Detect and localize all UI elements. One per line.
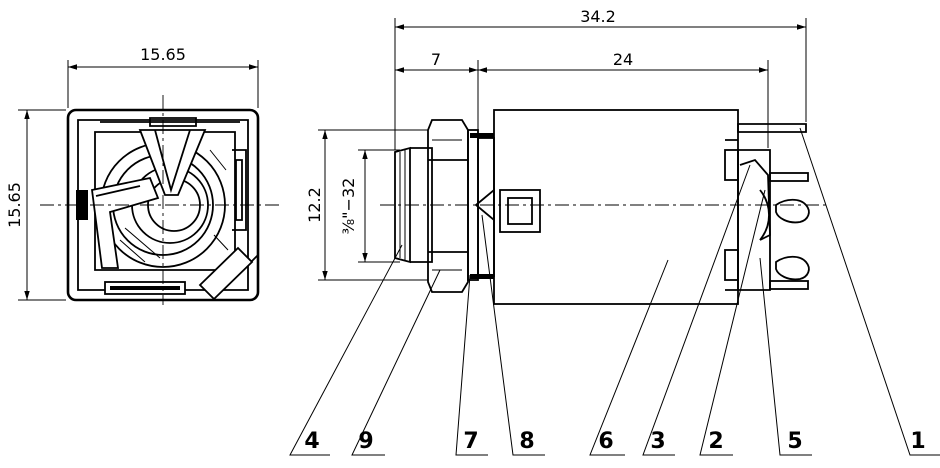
front-height-dimension: 15.65 [5, 109, 66, 301]
bushing-length-dimension: 7 [395, 50, 479, 130]
overall-length-label: 34.2 [580, 7, 616, 26]
bushing-diameter-dimension: 12.2 [305, 129, 428, 281]
thread-dimension: ⅜"−32 [339, 149, 400, 263]
callout-3: 3 [650, 429, 665, 454]
overall-length-dimension: 34.2 [394, 7, 807, 150]
front-width-dimension: 15.65 [67, 45, 259, 108]
callout-4: 4 [304, 429, 319, 454]
thread-label: ⅜"−32 [339, 178, 358, 235]
front-width-label: 15.65 [140, 45, 186, 64]
body-length-dimension: 24 [478, 50, 769, 148]
callout-2: 2 [708, 429, 723, 454]
callout-5: 5 [787, 429, 802, 454]
callout-7: 7 [463, 429, 478, 454]
callout-labels: 4 9 7 8 6 3 2 5 1 [304, 429, 925, 454]
callout-9: 9 [358, 429, 373, 454]
front-view [40, 95, 280, 305]
bushing-length-label: 7 [431, 50, 441, 69]
front-height-label: 15.65 [5, 182, 24, 228]
callout-8: 8 [519, 429, 534, 454]
bushing-diameter-label: 12.2 [305, 187, 324, 223]
callout-1: 1 [910, 429, 925, 454]
side-view [380, 109, 830, 305]
callout-leaders [289, 127, 940, 456]
callout-6: 6 [598, 429, 613, 454]
body-length-label: 24 [613, 50, 633, 69]
